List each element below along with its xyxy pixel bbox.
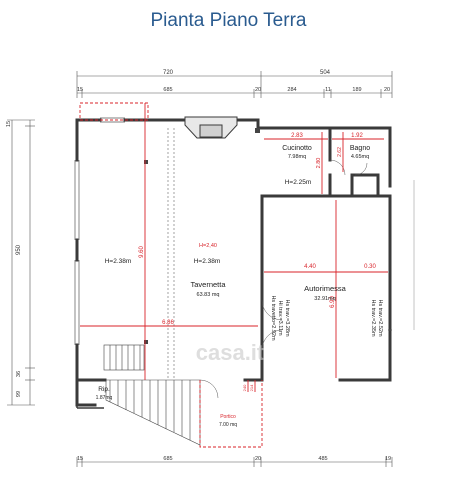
windows: [74, 117, 392, 345]
room-autor-r2: Hs trav.=2.52m: [377, 299, 383, 336]
dim-top-15: 15: [77, 87, 83, 93]
red-dim-bottom-b: 214: [249, 384, 254, 391]
room-hall-height: H=2.25m: [285, 179, 312, 186]
rip-closet: [76, 380, 104, 409]
dim-left-950: 950: [16, 244, 22, 255]
dim-top-504: 504: [320, 70, 331, 76]
dim-bot-15: 15: [77, 456, 83, 462]
dim-top-284: 284: [287, 87, 296, 93]
dim-left-15: 15: [6, 121, 12, 127]
stairs: [103, 344, 201, 446]
dim-top-20b: 20: [384, 87, 390, 93]
fireplace: [184, 116, 238, 139]
red-dim-bagno-h: 2.62: [337, 147, 343, 157]
red-dim-autor-w: 4.40: [304, 264, 316, 270]
red-dim-autor-w2: 0.30: [364, 264, 376, 270]
bottom-dimensions: [76, 457, 393, 467]
room-autor-r1: Hs trav.=2.35m: [370, 299, 376, 336]
red-dim-bottom-a: 240: [242, 384, 247, 391]
left-dimensions: [7, 119, 35, 406]
dim-left-99: 99: [16, 391, 22, 397]
room-autor-h3: Hs trav.=3.28m: [284, 299, 290, 336]
room-rip-name: Rip.: [98, 386, 110, 393]
red-dim-taverna-h: 9.60: [139, 246, 145, 258]
dim-bot-20: 20: [255, 456, 261, 462]
red-dim-cucinotto-h: 2.80: [316, 158, 322, 169]
room-cucinotto-name: Cucinotto: [282, 145, 312, 152]
dim-top-720: 720: [163, 70, 174, 76]
room-autor-area: 32.91mq: [314, 296, 335, 302]
dim-bot-485: 485: [318, 456, 327, 462]
room-taverna-h3: H=2,40: [199, 243, 217, 249]
doors: [199, 159, 368, 399]
red-dim-autor-h: 6.90: [330, 296, 336, 308]
room-autor-h2: Hi trav.=3.11m: [277, 300, 283, 336]
red-dim-cucinotto-w: 2.83: [291, 133, 303, 139]
room-bagno-area: 4.65mq: [351, 154, 369, 160]
red-measures: [79, 102, 388, 448]
red-dim-taverna-w: 6.86: [162, 320, 174, 326]
dim-bot-19: 19: [385, 456, 391, 462]
room-rip-area: 1.87mq: [96, 395, 113, 401]
dim-top-685: 685: [163, 87, 172, 93]
room-cucinotto-area: 7.98mq: [288, 154, 306, 160]
dim-top-20: 20: [255, 87, 261, 93]
watermark: casa.it: [196, 340, 265, 365]
top-dimensions: [76, 71, 393, 98]
columns: [144, 128, 260, 344]
page-title: Pianta Piano Terra: [150, 10, 307, 31]
room-taverna-area: 63.83 mq: [197, 292, 220, 298]
room-taverna-name: Tavernetta: [190, 280, 226, 289]
room-bagno-name: Bagno: [350, 145, 370, 152]
room-taverna-h2: H=2.38m: [194, 258, 221, 265]
dim-left-36: 36: [16, 371, 22, 377]
beam: [167, 128, 175, 378]
room-autor-h1: Hs travetto=2.92m: [270, 295, 276, 341]
dim-top-189: 189: [352, 87, 361, 93]
room-taverna-h1: H=2.38m: [105, 258, 132, 265]
dim-top-11: 11: [325, 87, 331, 93]
room-portico-name: Portico: [220, 414, 236, 420]
dim-bot-685: 685: [163, 456, 172, 462]
room-portico-area: 7.00 mq: [219, 422, 237, 428]
room-autor-name: Autorimessa: [304, 284, 347, 293]
red-dim-bagno-w: 1.92: [351, 133, 363, 139]
